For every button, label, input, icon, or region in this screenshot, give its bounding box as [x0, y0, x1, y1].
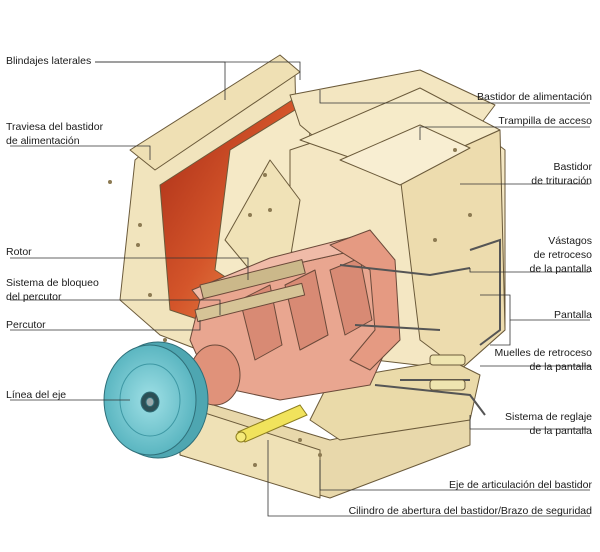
- machine-frame: [119, 54, 506, 499]
- leader-bloqueo: [10, 299, 221, 315]
- label-bastidor-trituracion: Bastidor de trituración: [531, 161, 592, 187]
- leader-reglaje: [469, 415, 590, 430]
- rotor-disc-3: [329, 257, 373, 336]
- leader-trampilla: [419, 126, 590, 140]
- blow-bar-2: [194, 282, 306, 323]
- leader-eje-art: [319, 460, 590, 491]
- leader-pantalla: [480, 294, 590, 321]
- leader-pantalla-2: [490, 320, 511, 346]
- blow-bar-1: [199, 259, 306, 300]
- screen-curtain: [329, 229, 401, 371]
- label-bastidor-alimentacion: Bastidor de alimentación: [477, 91, 592, 103]
- inner-plate: [224, 159, 301, 271]
- leader-percutor: [10, 320, 201, 331]
- screen-rods: [339, 238, 501, 416]
- leader-rotor: [10, 257, 249, 280]
- springs: [429, 354, 466, 391]
- pulley: [103, 341, 209, 459]
- label-vastagos: Vástagos de retroceso de la pantalla: [529, 235, 592, 275]
- leader-traviesa: [10, 145, 151, 160]
- label-traviesa: Traviesa del bastidor de alimentación: [6, 121, 104, 147]
- leader-blindajes: [95, 61, 226, 100]
- label-sistema-bloqueo: Sistema de bloqueo del percutor: [6, 277, 99, 303]
- leader-bastidor-alim: [319, 90, 590, 104]
- leader-blindajes-2: [95, 61, 301, 80]
- label-muelles: Muelles de retroceso de la pantalla: [494, 347, 592, 373]
- label-cilindro-apertura: Cilindro de abertura del bastidor/Brazo …: [348, 505, 592, 517]
- safety-arm: [235, 404, 308, 443]
- label-sistema-reglaje: Sistema de reglaje de la pantalla: [505, 411, 592, 437]
- leader-lines: [10, 61, 590, 517]
- label-blindajes-laterales: Blindajes laterales: [6, 55, 92, 67]
- crushing-frame-side: [399, 129, 506, 371]
- leader-cilindro: [267, 440, 590, 517]
- label-eje-articulacion: Eje de articulación del bastidor: [448, 479, 592, 491]
- leader-vastagos: [469, 268, 590, 273]
- label-linea-eje: Línea del eje: [6, 389, 67, 401]
- label-rotor: Rotor: [6, 246, 32, 258]
- bolt-details: [108, 148, 472, 467]
- rotor-assembly: [189, 229, 401, 406]
- label-percutor: Percutor: [6, 319, 46, 331]
- label-trampilla-acceso: Trampilla de acceso: [498, 115, 592, 127]
- label-pantalla: Pantalla: [554, 309, 592, 321]
- access-hatch-panel: [339, 124, 471, 186]
